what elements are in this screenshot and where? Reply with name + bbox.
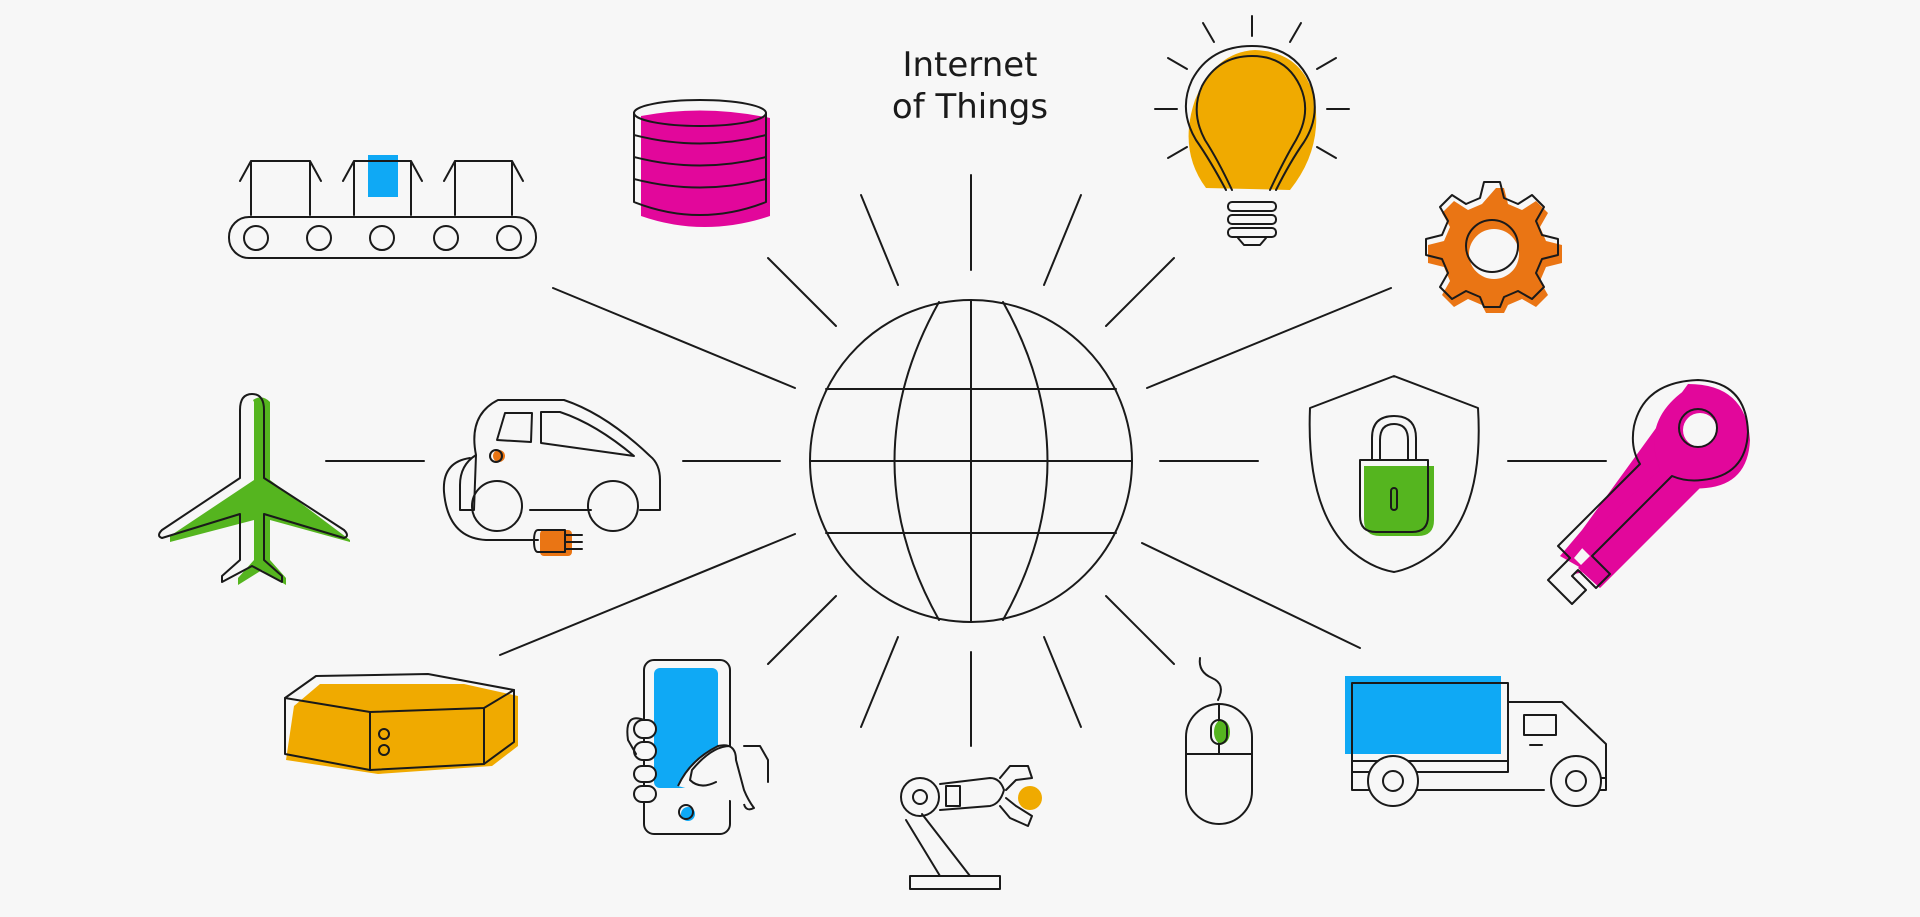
- open-box-icon: [284, 673, 518, 774]
- shield-lock-icon: [1308, 375, 1480, 573]
- globe-icon: [809, 299, 1133, 623]
- connector-lines: [325, 174, 1607, 747]
- key-icon: [1547, 379, 1750, 605]
- delivery-truck-icon: [1345, 676, 1607, 807]
- database-icon: [633, 99, 770, 227]
- airplane-icon: [158, 393, 350, 585]
- diagram-title: Internet of Things: [870, 44, 1070, 128]
- electric-car-icon: [442, 399, 661, 556]
- light-bulb-icon: [1154, 15, 1350, 246]
- computer-mouse-icon: [1185, 657, 1253, 825]
- title-line-2: of Things: [891, 87, 1049, 127]
- conveyor-belt-icon: [228, 155, 537, 259]
- title-line-1: Internet: [902, 45, 1038, 85]
- gear-icon: [1425, 181, 1562, 313]
- smartphone-hand-icon: [626, 659, 769, 835]
- robot-arm-icon: [900, 765, 1042, 890]
